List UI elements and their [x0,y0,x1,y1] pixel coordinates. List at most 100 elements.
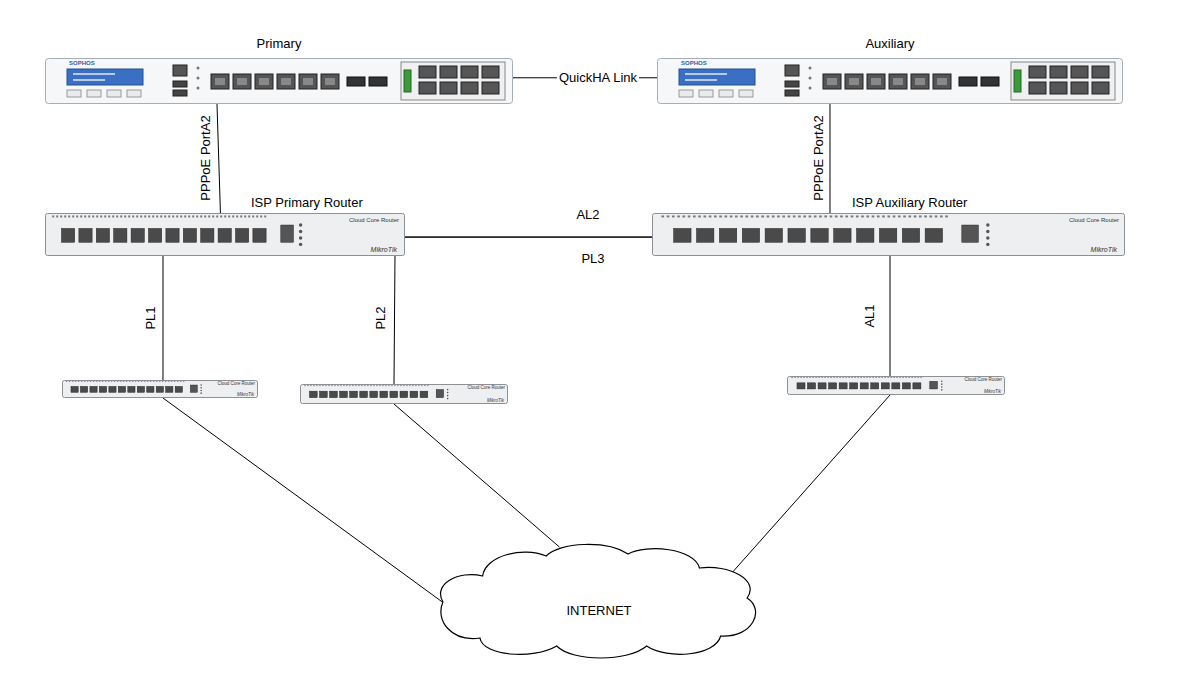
vent-slot [72,381,74,382]
core-router: ISP Auxiliary RouterCloud Core RouterMik… [652,213,1125,256]
vent-slot [160,215,162,217]
vent-slot [866,215,869,217]
button [719,90,733,97]
vent-slot [836,377,838,378]
vent-slot [830,215,833,217]
vent-slot [672,215,675,217]
status-led [197,67,200,70]
vent-slot [872,377,874,378]
module-port [1050,82,1067,94]
device-illustration [652,213,1125,256]
lcd-line [73,79,105,81]
vent-slot [116,215,118,217]
vent-slot [60,215,62,217]
vent-slot [882,215,885,217]
link-label: AL2 [574,208,601,223]
vent-slot [893,377,895,378]
vent-slot [903,215,906,217]
brand-logo: MikroTik [487,399,504,404]
vent-slot [141,381,143,382]
sfp-port [320,391,328,397]
sfp-port [147,386,154,392]
vent-slot [406,385,408,386]
rj45-port [299,74,317,89]
vent-slot [709,215,712,217]
vent-slot [875,377,877,378]
vent-slot [893,215,896,217]
port-inner [303,78,313,85]
module-port [440,66,457,78]
rj45-port [889,74,907,89]
vent-slot [851,215,854,217]
status-led [197,87,200,90]
vent-slot [809,377,811,378]
sfp-port [114,228,127,242]
device-illustration [45,58,513,104]
link-label: PPPoE PortA2 [812,113,827,202]
sfp-port [166,386,173,392]
vent-slot [887,215,890,217]
vent-slot [877,215,880,217]
vent-slot [914,377,916,378]
sfp-port [71,386,78,392]
vent-slot [898,215,901,217]
sfp-port [818,383,826,389]
vent-slot [114,381,116,382]
button [127,90,141,97]
lcd-panel [67,69,143,85]
vent-slot [714,215,717,217]
vent-slot [794,377,796,378]
sfp-port [829,383,837,389]
sfp-port [850,383,858,389]
vent-slot [940,215,943,217]
device-illustration [435,540,763,660]
rj45-port [211,74,229,89]
link-label: PL1 [144,304,159,331]
network-link [393,256,395,384]
vent-slot [827,377,829,378]
vent-slot [260,215,262,217]
chassis [46,59,513,104]
vent-slot [890,377,892,378]
rj45-port [867,74,885,89]
rj45-port [277,74,295,89]
network-link [162,256,163,380]
vent-slot [340,385,342,386]
sfp-port [857,228,874,242]
vent-slot [884,377,886,378]
vent-slot [144,381,146,382]
vent-slot [212,215,214,217]
sfp-port [118,386,125,392]
vent-slot [412,385,414,386]
vent-slot [730,215,733,217]
vent-slot [358,385,360,386]
port-inner [915,78,925,85]
port-inner [259,78,269,85]
vent-slot [821,377,823,378]
vent-slot [87,381,89,382]
vent-slot [304,385,306,386]
vent-slot [138,381,140,382]
vent-slot [78,381,80,382]
status-led [299,230,302,233]
status-led [299,223,302,226]
rj45-port [911,74,929,89]
vent-slot [370,385,372,386]
vent-slot [112,215,114,217]
vent-slot [861,215,864,217]
sfp-port [697,228,714,242]
vent-slot [400,385,402,386]
firewall-appliance: AuxiliarySOPHOS [657,58,1123,104]
status-led [299,243,302,246]
link-label: PPPoE PortA2 [199,113,214,202]
port-inner [325,78,335,85]
vent-slot [88,215,90,217]
vent-slot [84,381,86,382]
vent-slot [833,377,835,378]
sfp-port [742,228,759,242]
vent-slot [240,215,242,217]
sfp-port [881,383,889,389]
vent-slot [328,385,330,386]
chassis [653,214,1125,256]
console-port [173,65,187,76]
